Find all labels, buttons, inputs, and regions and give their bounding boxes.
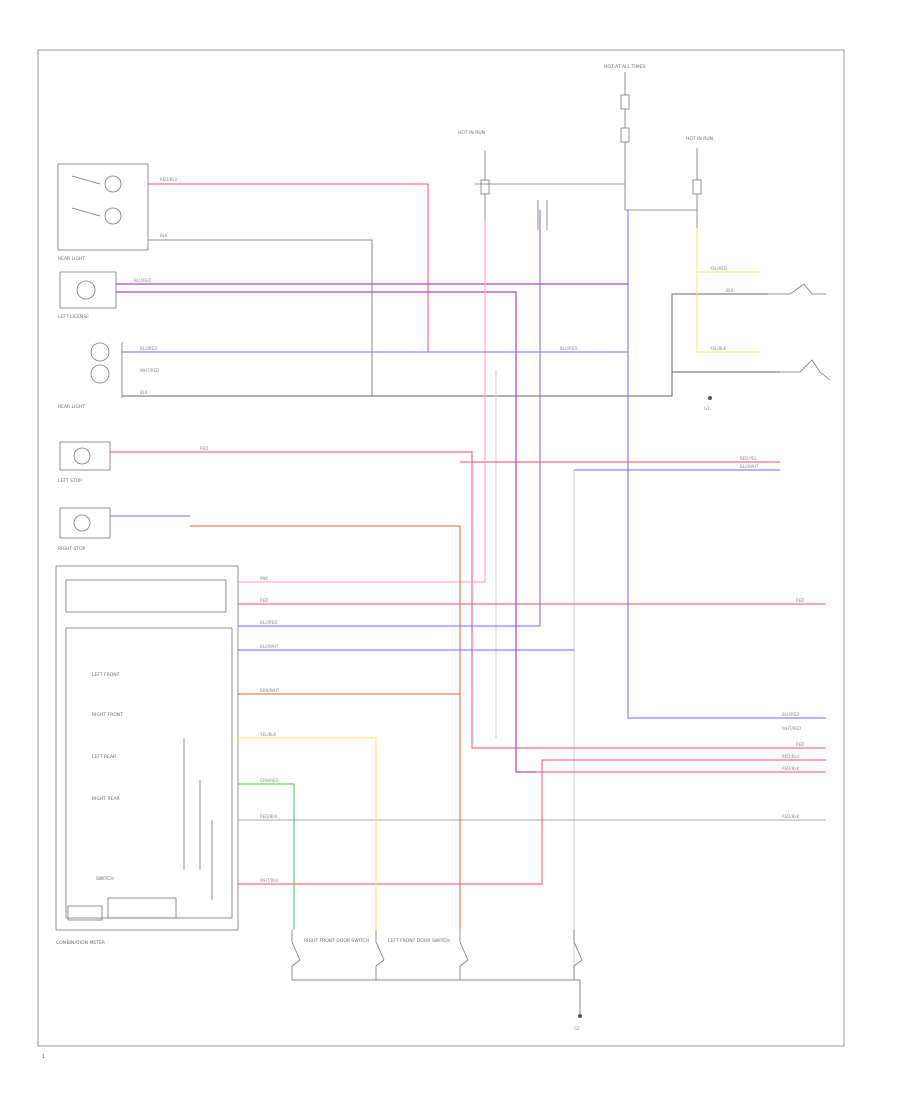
label-red-right2: RED (796, 742, 804, 747)
label-red-blk-right: RED/BLK (782, 766, 800, 771)
label-brn-wht: BRN/WHT (260, 688, 280, 693)
label-grn-red: GRN/RED (260, 778, 279, 783)
label-yel-red: YEL/RED (709, 266, 727, 271)
wire-blu-right (627, 210, 826, 719)
hot-in-run-label-left: HOT IN RUN (458, 130, 485, 136)
label-yel-blk: YEL/BLK (259, 732, 277, 737)
ground-g2-label: G2 (574, 1026, 580, 1031)
left-stop-lamp (59, 441, 111, 471)
meter-right-rear: RIGHT REAR (92, 796, 120, 802)
wire-red-stop (110, 451, 826, 749)
label-red-meter: RED (260, 598, 268, 603)
ground-symbol-g1 (708, 396, 712, 400)
label-blu-red-top: RED/BLU (160, 177, 178, 182)
meter-switch: SWITCH (96, 876, 114, 882)
label-blk-main: BLK (140, 390, 148, 395)
ground-symbol-g2 (578, 1014, 582, 1018)
combination-meter-box (55, 565, 239, 931)
ground-wires (122, 239, 826, 1016)
left-front-door-switch-label: LEFT FRONT DOOR SWITCH (388, 938, 450, 944)
label-blu-meter1: BLU/RED (260, 620, 277, 625)
label-red-blu-right: RED/BLU (782, 754, 800, 759)
meter-left-rear: LEFT REAR (92, 754, 116, 760)
wire-ground-bus (292, 979, 581, 1016)
label-red-blk-right2: RED/BLK (782, 814, 800, 819)
rear-light-middle-label: REAR LIGHT (58, 404, 85, 410)
label-red-stop: RED (200, 446, 208, 451)
wire-blk-top (148, 239, 373, 396)
meter-right-front: RIGHT FRONT (92, 712, 123, 718)
label-red-yel: RED/YEL (740, 456, 758, 461)
label-yel-blk-top: YEL/BLK (709, 346, 727, 351)
wire-blk-main (122, 293, 768, 397)
wire-pink (238, 220, 486, 583)
label-blu-red-mid2: BLU/RED (560, 346, 577, 351)
hot-in-run-label-right: HOT IN RUN (686, 136, 713, 142)
right-stop-lamp (59, 507, 111, 539)
fuse-block-group (475, 72, 702, 230)
label-red-right: RED (796, 598, 804, 603)
rear-light-middle (90, 342, 123, 398)
blue-wires (110, 210, 826, 719)
yellow-wires (238, 228, 760, 930)
right-stop-label: RIGHT STOP (58, 546, 86, 552)
label-blu-red-right: BLU/RED (782, 712, 799, 717)
wire-orange (190, 525, 461, 930)
label-blk-right: BLK (726, 288, 734, 293)
label-blk-top: BLK (160, 233, 168, 238)
label-red-blk: RED/BLK (260, 814, 278, 819)
wire-blu-meter1 (238, 210, 541, 627)
wire-yel-meter (238, 737, 377, 930)
left-license-label: LEFT LICENSE (58, 314, 89, 320)
red-wires (110, 183, 826, 885)
label-blu-meter2: BLU/WHT (260, 644, 279, 649)
door-switch-3 (459, 930, 469, 980)
ground-g1-label: G1 (704, 406, 710, 411)
diagram-frame (37, 49, 845, 1047)
door-switch-2 (375, 930, 385, 980)
figure-number: 1 (42, 1054, 45, 1060)
hot-at-all-times-label: HOT AT ALL TIMES (604, 64, 645, 70)
label-blu-wht: BLU/WHT (740, 464, 759, 469)
right-switches (768, 283, 831, 381)
door-switches (291, 930, 583, 980)
wire-red-lower (238, 759, 826, 885)
label-wht-red: WHT/RED (140, 368, 159, 373)
wire-violet-2 (116, 291, 536, 773)
label-violet-1: BLU/RED (134, 278, 151, 283)
label-wht-blu: WHT/BLU (260, 878, 279, 883)
rear-light-top (57, 163, 149, 251)
ground-symbols (578, 396, 712, 1018)
wire-yel-top (696, 228, 760, 353)
door-switch-4 (573, 930, 583, 980)
meter-left-front: LEFT FRONT (92, 672, 120, 678)
wire-red-top (148, 183, 429, 352)
label-pnk: PNK (260, 576, 268, 581)
rear-light-top-label: REAR LIGHT (58, 256, 85, 262)
label-wht-red-right: WHT/RED (782, 726, 801, 731)
right-switch-top (768, 283, 826, 295)
left-license-lamp (59, 271, 117, 309)
combination-meter-label: COMBINATION METER (56, 940, 105, 946)
wire-green (238, 783, 295, 930)
right-front-door-switch-label: RIGHT FRONT DOOR SWITCH (304, 938, 369, 944)
left-stop-label: LEFT STOP (58, 478, 82, 484)
door-switch-1 (291, 930, 301, 980)
violet-wires (116, 283, 628, 773)
label-blu-red-mid: BLU/RED (140, 346, 157, 351)
right-switch-bottom (780, 359, 831, 381)
